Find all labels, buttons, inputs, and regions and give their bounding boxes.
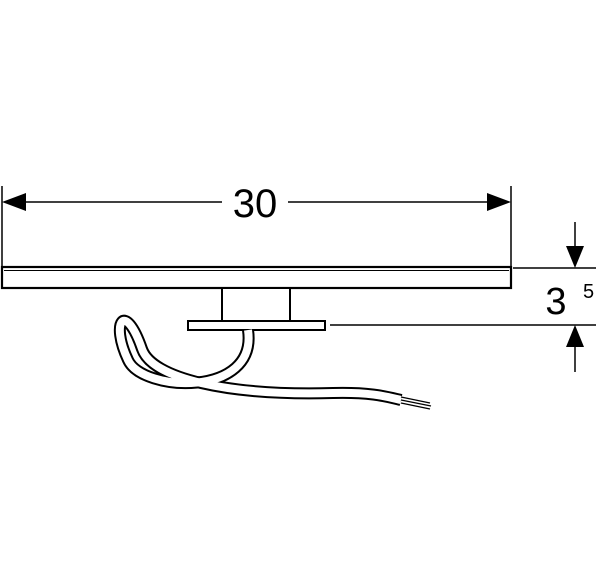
- width-dimension: 30: [1, 182, 512, 285]
- height-dimension: 3 5: [330, 222, 596, 372]
- width-arrowhead-left: [2, 193, 26, 211]
- width-arrowhead-right: [487, 193, 511, 211]
- mounting-bracket: [187, 287, 326, 331]
- bracket-stem: [221, 287, 291, 322]
- cable-fill: [115, 317, 402, 404]
- cable-wire-strand: [400, 399, 432, 407]
- width-dimension-label: 30: [233, 182, 278, 226]
- height-dimension-label: 3: [545, 281, 566, 323]
- height-dimension-label-superscript: 5: [583, 281, 594, 303]
- bracket-plate: [187, 320, 326, 331]
- cable-wire-strand: [400, 402, 431, 410]
- height-arrowhead-bottom: [566, 325, 584, 347]
- power-cable: [113, 315, 432, 410]
- cable-wire-strand: [400, 396, 431, 404]
- light-bar: [0, 265, 513, 290]
- height-arrowhead-top: [566, 246, 584, 268]
